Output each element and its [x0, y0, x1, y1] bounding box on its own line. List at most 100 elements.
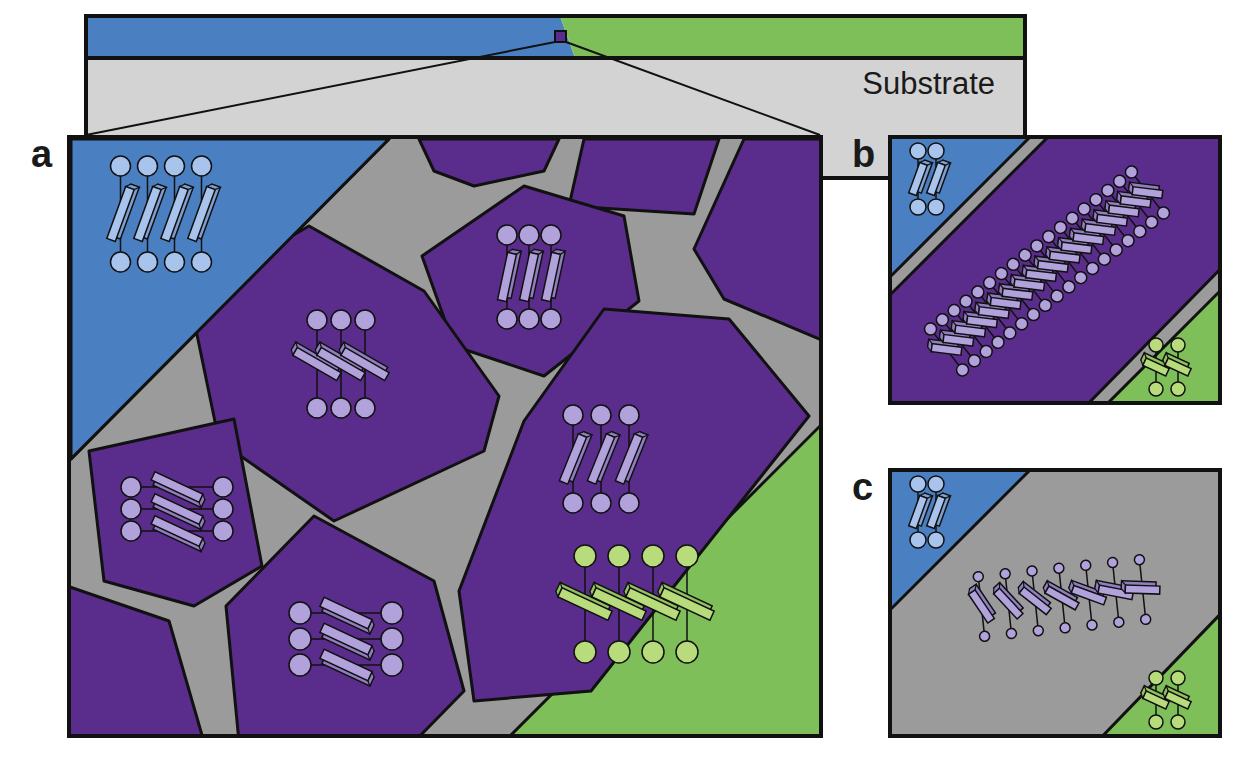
head-circle	[1155, 205, 1172, 222]
molecule-stack	[1139, 671, 1193, 729]
head-circle	[642, 545, 664, 567]
head-circle	[910, 532, 926, 548]
panel-letter: c	[852, 466, 873, 509]
panel-illustration	[892, 472, 1218, 734]
head-circle	[1037, 297, 1054, 314]
purple-grain	[569, 139, 719, 214]
head-circle	[1000, 568, 1011, 579]
head-circle	[121, 499, 141, 519]
head-circle	[519, 309, 539, 329]
purple-grain	[89, 419, 262, 606]
panel-letter: a	[31, 133, 52, 176]
head-circle	[954, 362, 971, 379]
molecule-stack	[914, 157, 1180, 384]
core-board	[587, 430, 620, 485]
head-circle	[1113, 617, 1124, 628]
molecule-stack	[964, 553, 1164, 643]
head-circle	[1140, 614, 1151, 625]
head-circle	[1033, 625, 1044, 636]
head-circle	[1006, 628, 1017, 639]
head-circle	[541, 225, 561, 245]
molecule-stack	[289, 597, 403, 686]
layer-label: Substrate	[862, 66, 995, 102]
head-circle	[541, 309, 561, 329]
head-circle	[121, 477, 141, 497]
head-circle	[608, 545, 630, 567]
core-board	[520, 249, 544, 303]
core-board	[149, 516, 206, 552]
core-board	[1161, 353, 1193, 376]
core-board	[927, 492, 951, 530]
head-circle	[497, 225, 517, 245]
head-circle	[331, 398, 351, 418]
head-circle	[1149, 338, 1163, 352]
core-board	[1161, 686, 1193, 709]
head-circle	[1028, 237, 1045, 254]
head-circle	[381, 654, 403, 676]
head-circle	[307, 398, 327, 418]
core-board	[107, 183, 139, 243]
purple-grain	[459, 309, 809, 701]
core-board	[498, 249, 522, 303]
head-circle	[1060, 278, 1077, 295]
core-board	[1121, 581, 1160, 594]
core-board	[656, 583, 716, 621]
head-circle	[1053, 563, 1064, 574]
zoom-line	[86, 42, 555, 135]
head-circle	[213, 477, 233, 497]
head-circle	[966, 352, 983, 369]
head-circle	[1149, 715, 1163, 729]
panel-a: a	[67, 135, 823, 738]
head-circle	[1123, 164, 1140, 181]
core-board	[337, 342, 391, 381]
head-circle	[922, 321, 939, 338]
tail-line	[1131, 172, 1163, 213]
head-circle	[1049, 288, 1066, 305]
head-circle	[591, 493, 611, 513]
head-circle	[138, 252, 158, 272]
head-circle	[1005, 256, 1022, 273]
blue-domain	[71, 139, 389, 459]
green-film	[560, 16, 1025, 58]
head-circle	[1171, 382, 1185, 396]
head-circle	[619, 405, 639, 425]
head-circle	[928, 532, 944, 548]
head-circle	[1143, 214, 1160, 231]
head-circle	[381, 628, 403, 650]
molecule-stack	[909, 476, 951, 548]
head-circle	[1086, 620, 1097, 631]
head-circle	[1052, 219, 1069, 236]
head-circle	[1072, 269, 1089, 286]
head-circle	[1120, 232, 1137, 249]
molecule-stack	[909, 143, 951, 215]
head-circle	[192, 156, 212, 176]
head-circle	[355, 398, 375, 418]
molecule-stack	[289, 310, 391, 418]
panel-illustration	[71, 139, 819, 734]
purple-grain	[419, 139, 559, 186]
head-circle	[1149, 382, 1163, 396]
head-circle	[1040, 228, 1057, 245]
film-outline	[86, 16, 1025, 58]
head-circle	[910, 476, 926, 492]
purple-grain	[694, 139, 819, 344]
head-circle	[289, 602, 311, 624]
head-circle	[289, 654, 311, 676]
head-circle	[973, 571, 984, 582]
head-circle	[213, 499, 233, 519]
head-circle	[563, 493, 583, 513]
head-circle	[563, 405, 583, 425]
head-circle	[192, 252, 212, 272]
head-circle	[1084, 260, 1101, 277]
head-circle	[1027, 565, 1038, 576]
core-board	[559, 430, 592, 485]
head-circle	[1108, 242, 1125, 259]
head-circle	[978, 343, 995, 360]
head-circle	[307, 310, 327, 330]
head-circle	[934, 311, 951, 328]
head-circle	[642, 641, 664, 663]
zoom-line	[566, 42, 820, 135]
molecule-stack	[1139, 338, 1193, 396]
purple-grain	[71, 586, 204, 734]
zoom-square	[555, 31, 566, 42]
